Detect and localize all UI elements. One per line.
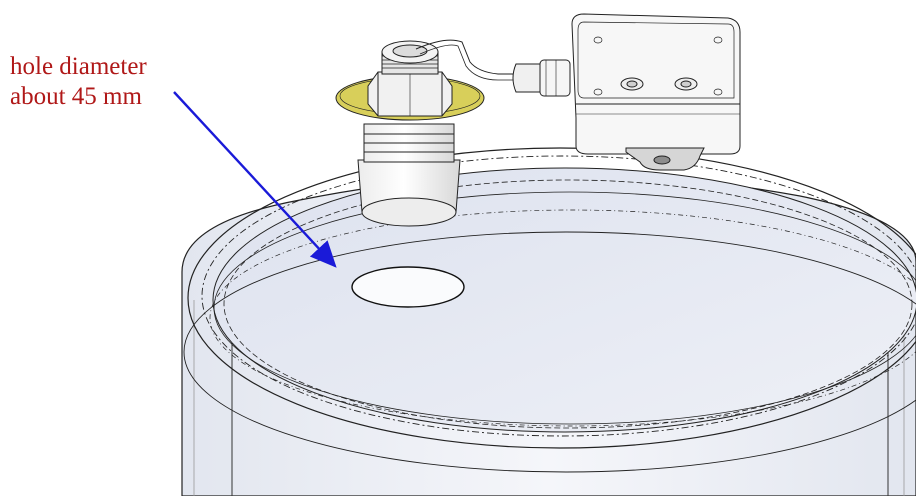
- pointer-arrow: [173, 91, 337, 268]
- cable-gland: [512, 59, 571, 97]
- hole-diameter-annotation: hole diameter about 45 mm: [10, 52, 147, 112]
- tank-lid: [183, 147, 916, 473]
- annotation-line-2: about 45 mm: [10, 83, 142, 110]
- junction-box-icon: [571, 13, 741, 171]
- ultrasonic-sensor-icon: [335, 40, 485, 227]
- annotation-line-1: hole diameter: [10, 53, 147, 80]
- mounting-hole: [351, 266, 465, 308]
- sensor-cable: [415, 39, 520, 81]
